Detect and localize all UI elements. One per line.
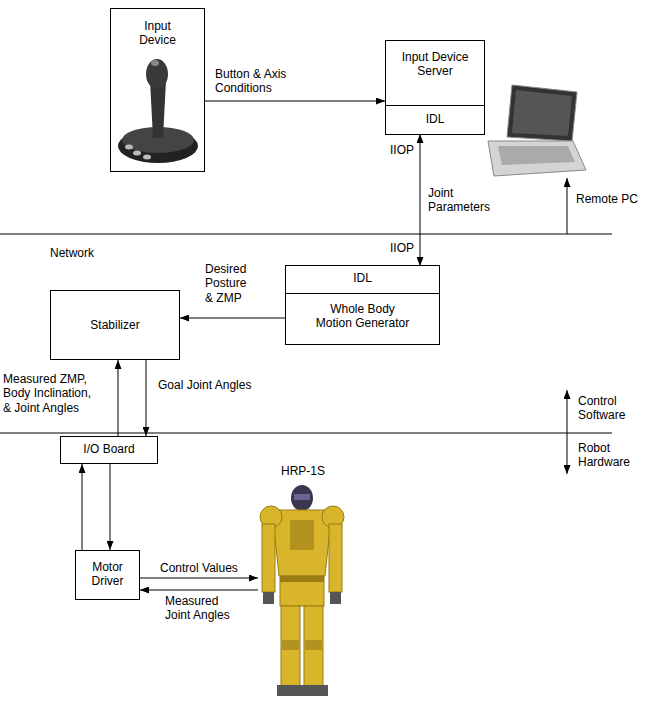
node-label: I/O Board [64,442,154,456]
edge-label: Desired Posture & ZMP [205,262,255,305]
robot-knee [305,640,322,650]
joystick-button [143,155,151,160]
connector-arrow [140,578,258,579]
motor-driver-box: Motor Driver [75,550,140,600]
stabilizer-box: Stabilizer [50,290,180,360]
robot-hand [330,592,341,604]
connector-arrow [118,360,119,436]
robot-knee [282,640,299,650]
annotation-label: Network [50,246,130,260]
node-label: IDL [395,112,475,126]
robot-leg [281,606,300,686]
joystick-trigger [151,60,159,66]
node-label: Motor Driver [83,560,133,589]
annotation-label: IIOP [384,143,414,157]
robot-hip [280,576,324,606]
scope-arrow [567,178,568,234]
interface-box: IDL [286,266,439,294]
edge-label: Goal Joint Angles [158,378,268,392]
node-label: Whole Body Motion Generator [314,302,412,331]
robot-arm [329,524,342,592]
connector-arrow [180,318,285,319]
laptop-screen [507,85,577,141]
joystick-button [133,151,141,156]
connector-arrow [110,464,111,550]
joystick-grip [146,59,168,89]
laptop-keyboard [498,146,575,165]
edge-label: Measured Joint Angles [165,594,235,623]
edge-label: Control Values [160,561,250,575]
io-board-box: I/O Board [60,436,158,464]
robot-head [291,485,313,511]
connector-arrow [82,464,83,550]
robot-leg [304,606,323,686]
node-label: Stabilizer [55,318,175,332]
annotation-label: Remote PC [576,192,646,206]
laptop-display [512,90,572,136]
connector-arrow [140,590,258,591]
connector-arrow [146,360,147,436]
joystick-picture [118,59,198,163]
interface-box: IDL [386,105,484,134]
robot-visor [294,494,310,500]
network-line [0,234,612,235]
robot-node: HRP-1S [258,464,348,700]
boundary-line [0,433,612,434]
connector-arrow [420,134,421,266]
annotation-label: Robot Hardware [578,441,638,470]
generator-box: Whole Body Motion Generator IDL [285,265,440,345]
robot-arm [262,524,275,592]
node-label: IDL [323,271,403,285]
robot-belt [280,576,324,582]
annotation-label: Control Software [578,394,638,423]
node-label: Input Device [130,19,186,48]
scope-arrow [567,390,568,474]
robot-foot [302,685,328,696]
joystick-button [125,145,133,150]
device-box: Input Device [110,8,205,172]
robot-hand [263,592,274,604]
node-label: HRP-1S [263,464,343,478]
robot-foot [277,685,302,696]
server-box: Input Device ServerIDL [385,40,485,135]
laptop-picture [488,85,586,176]
robot-picture [260,485,344,696]
edge-label: Joint Parameters [428,186,494,215]
connector-arrow [205,101,385,102]
edge-label: Button & Axis Conditions [215,67,297,96]
edge-label: Measured ZMP, Body Inclination, & Joint … [3,372,99,415]
robot-chest [290,520,314,550]
annotation-label: IIOP [384,241,414,255]
node-label: Input Device Server [392,50,478,79]
laptop-base [488,141,586,176]
